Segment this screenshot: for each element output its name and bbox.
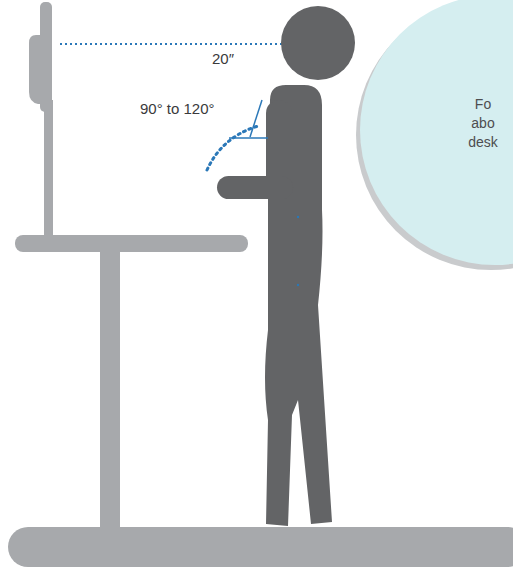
person-body: [265, 85, 332, 526]
angle-label: 90° to 120°: [140, 100, 215, 117]
node-text: Fo abo desk: [463, 95, 503, 152]
info-circle: Fo abo desk: [360, 0, 513, 265]
circle-outline: [360, 0, 513, 265]
posture-dot: [297, 216, 299, 218]
person-head: [281, 6, 355, 80]
monitor-screen: [40, 2, 52, 112]
person-forearm: [217, 176, 293, 199]
laptop-screen: [250, 100, 262, 137]
desk-leg: [100, 248, 120, 533]
distance-label: 20″: [212, 50, 234, 67]
circle-fill: [360, 0, 513, 265]
distance-line: [60, 43, 296, 45]
floor: [8, 527, 513, 567]
angle-arc: [207, 126, 258, 170]
monitor-pole: [44, 100, 53, 238]
posture-dot: [297, 284, 299, 286]
